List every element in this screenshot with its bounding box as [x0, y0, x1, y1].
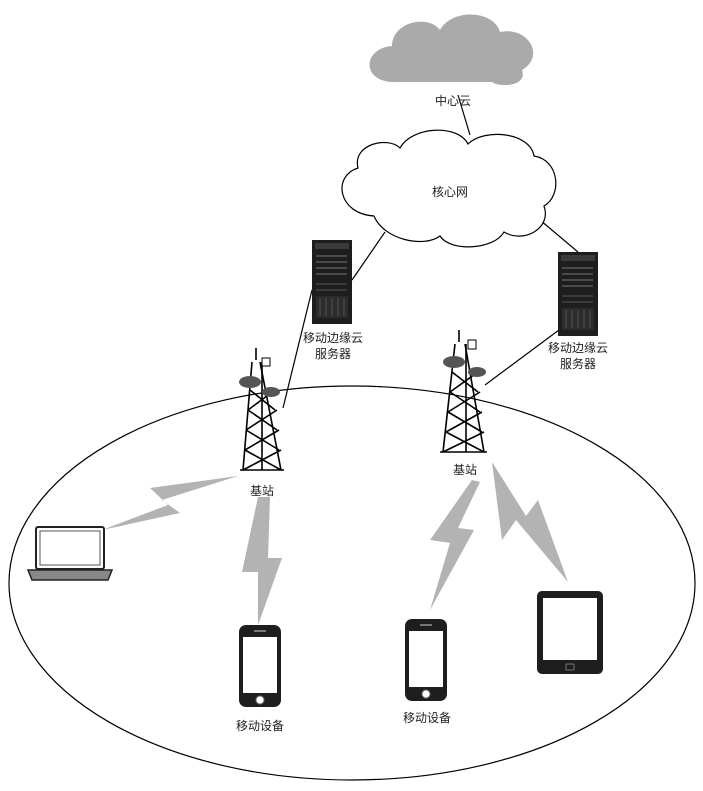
core-network-label: 核心网 [432, 185, 468, 199]
base-station-right-label: 基站 [453, 463, 477, 477]
edge-server-left-label-line1: 移动边缘云 [303, 331, 363, 345]
edge-server-left-label-line2: 服务器 [315, 346, 351, 361]
edge-server-right-label-line1: 移动边缘云 [548, 341, 608, 355]
link-core-server-left [352, 232, 385, 280]
server-icon [558, 252, 598, 336]
base-station-left-label: 基站 [250, 484, 274, 498]
lightning-icon [492, 462, 568, 582]
lightning-icon [242, 497, 282, 625]
phone-icon [405, 619, 447, 701]
tower-icon [440, 330, 487, 452]
server-icon [312, 240, 352, 324]
lightning-icon [102, 476, 238, 530]
lightning-icon [430, 480, 480, 610]
link-server-tower-right [485, 330, 559, 385]
laptop-icon [28, 527, 112, 580]
coverage-area [9, 386, 695, 780]
link-core-server-right [540, 220, 578, 252]
edge-server-right-label-line2: 服务器 [560, 356, 596, 371]
mobile-device-right-label: 移动设备 [403, 711, 451, 725]
tower-icon [239, 348, 284, 470]
tablet-icon [537, 591, 603, 674]
phone-icon [239, 625, 281, 707]
mobile-device-left-label: 移动设备 [236, 719, 284, 733]
center-cloud-label: 中心云 [435, 93, 471, 108]
center-cloud-icon [369, 14, 533, 85]
link-server-tower-left [283, 290, 312, 408]
